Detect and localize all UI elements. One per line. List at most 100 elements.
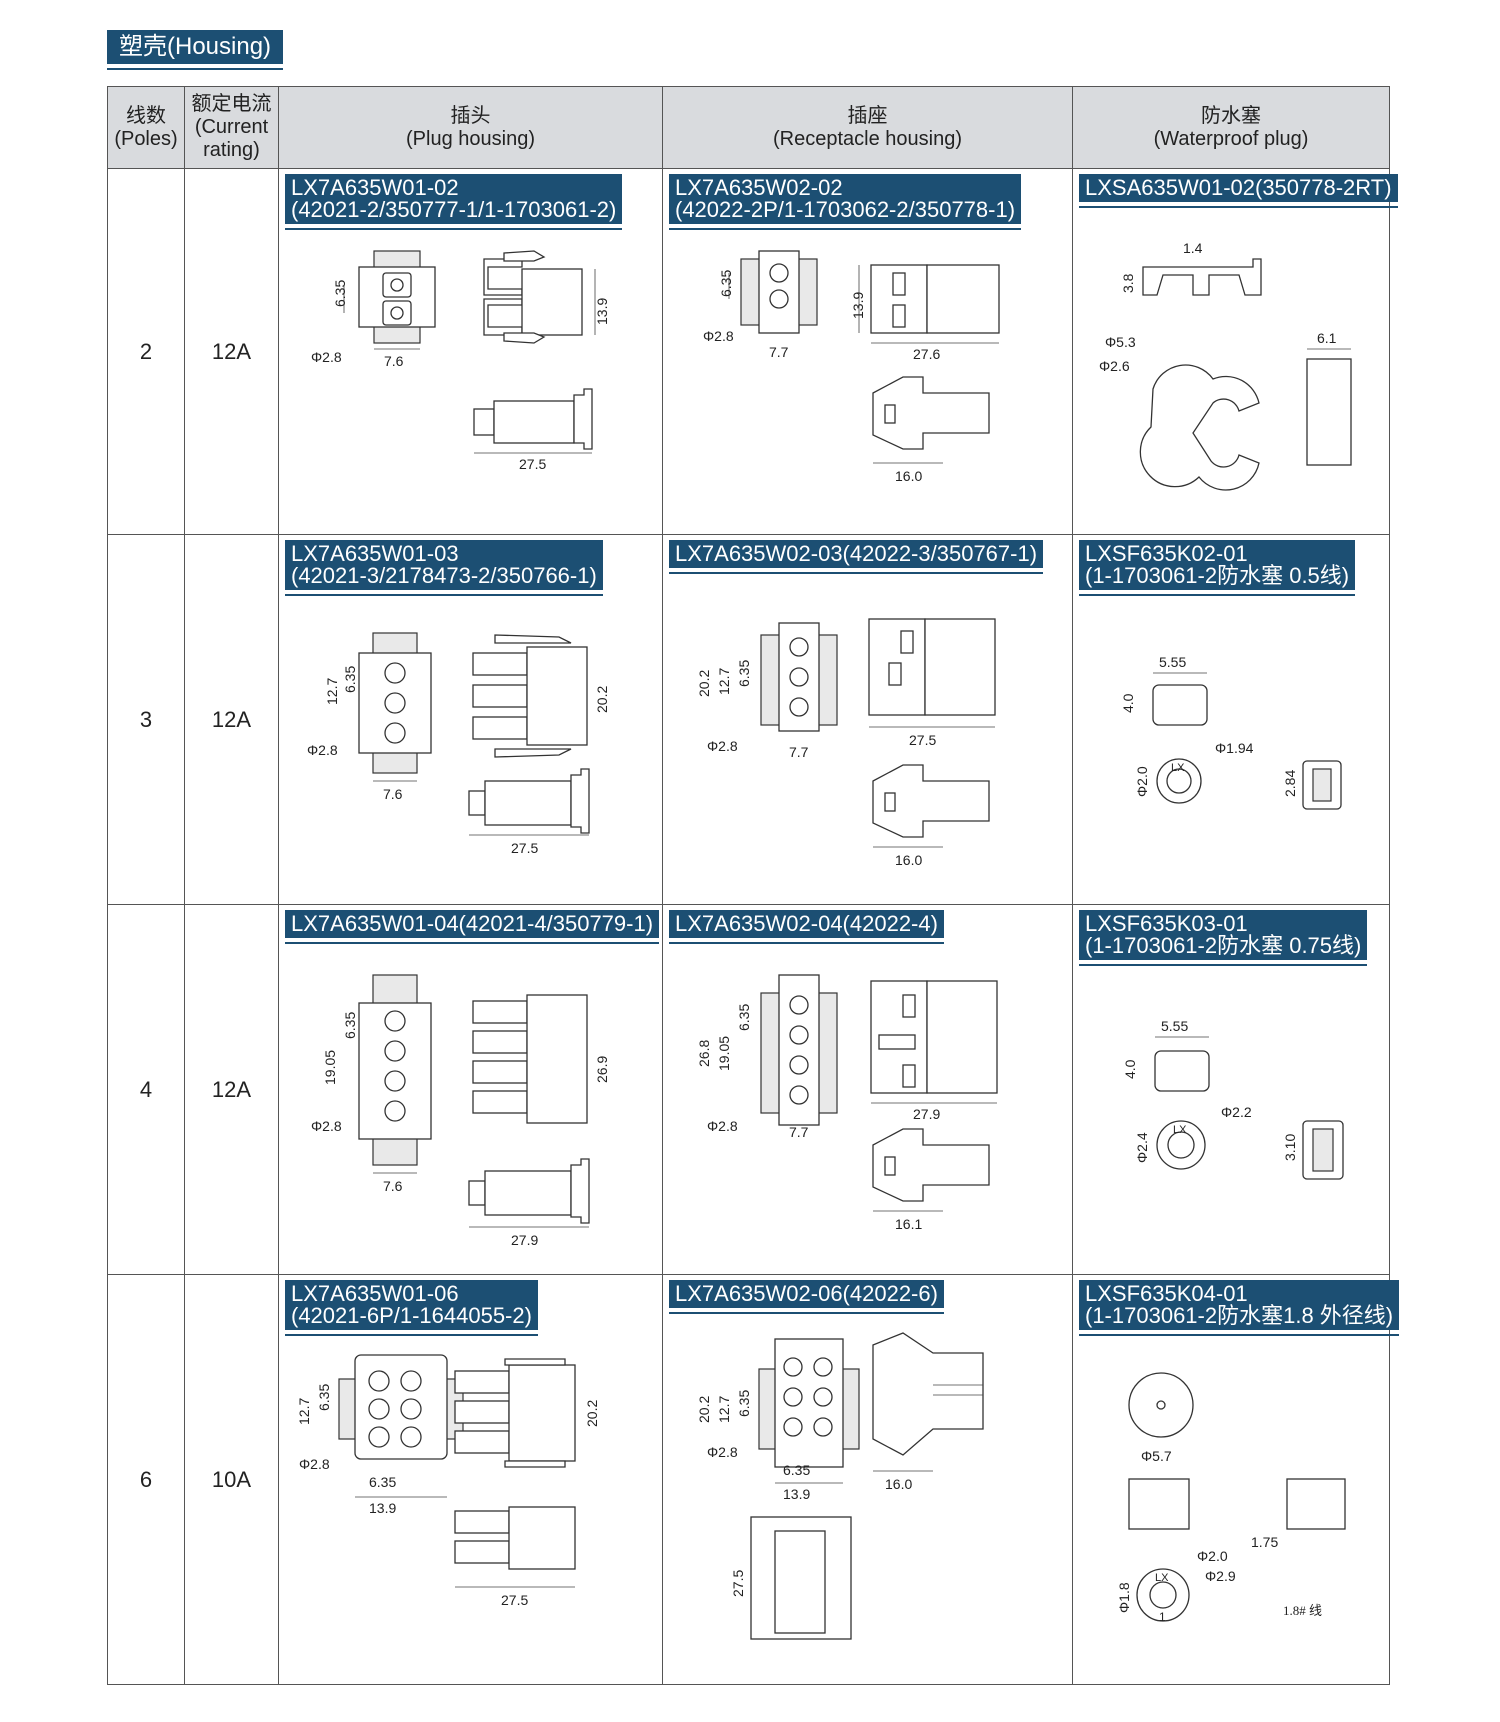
svg-text:Φ2.8: Φ2.8 [703,328,734,344]
svg-text:6.35: 6.35 [369,1474,396,1490]
svg-text:27.6: 27.6 [913,346,940,362]
svg-text:16.0: 16.0 [885,1476,912,1492]
svg-text:26.8: 26.8 [696,1040,712,1067]
header-receptacle: 插座(Receptacle housing) [662,86,1073,169]
part-number-label: LXSF635K04-01(1-1703061-2防水塞1.8 外径线) [1079,1280,1400,1336]
receptacle-drawing: 20.2 12.7 6.35 Φ2.8 6.35 13.9 16.0 27.5 [663,1275,1073,1685]
svg-text:16.0: 16.0 [895,468,922,484]
table-row: 4 12A LX7A635W01-04(42021-4/350779-1) 19… [107,904,1390,1275]
svg-text:Φ2.0: Φ2.0 [1197,1548,1228,1564]
svg-text:7.7: 7.7 [769,344,789,360]
svg-text:6.35: 6.35 [736,660,752,687]
svg-text:20.2: 20.2 [594,686,610,713]
plug-cell: LX7A635W01-03(42021-3/2178473-2/350766-1… [278,534,663,905]
svg-text:1.75: 1.75 [1251,1534,1278,1550]
receptacle-cell: LX7A635W02-02(42022-2P/1-1703062-2/35077… [662,168,1073,535]
svg-text:LX: LX [1155,1572,1169,1584]
plug-drawing: 19.05 6.35 Φ2.8 7.6 26.9 27.9 [279,905,663,1275]
svg-text:Φ2.8: Φ2.8 [707,1118,738,1134]
svg-text:Φ5.7: Φ5.7 [1141,1448,1172,1464]
receptacle-drawing: 20.2 12.7 6.35 Φ2.8 7.7 27.5 16.0 [663,535,1073,905]
part-number-label: LXSF635K03-01(1-1703061-2防水塞 0.75线) [1079,910,1368,966]
svg-text:27.9: 27.9 [913,1106,940,1122]
poles-cell: 3 [107,534,185,905]
svg-text:5.55: 5.55 [1159,654,1186,670]
svg-text:12.7: 12.7 [716,668,732,695]
svg-text:5.55: 5.55 [1161,1018,1188,1034]
svg-text:7.6: 7.6 [383,1178,403,1194]
svg-text:Φ2.8: Φ2.8 [707,1444,738,1460]
svg-text:6.35: 6.35 [736,1004,752,1031]
svg-text:6.35: 6.35 [342,1012,358,1039]
svg-text:Φ2.9: Φ2.9 [1205,1568,1236,1584]
svg-text:20.2: 20.2 [584,1400,600,1427]
part-number-label: LXSA635W01-02(350778-2RT) [1079,174,1398,208]
current-cell: 10A [184,1274,279,1685]
svg-text:6.35: 6.35 [736,1390,752,1417]
receptacle-cell: LX7A635W02-03(42022-3/350767-1) 20.2 12.… [662,534,1073,905]
svg-text:27.9: 27.9 [511,1232,538,1248]
plug-drawing: 12.7 6.35 Φ2.8 7.6 20.2 27.5 [279,535,663,905]
svg-text:Φ2.6: Φ2.6 [1099,358,1130,374]
svg-text:4.0: 4.0 [1120,693,1136,713]
svg-text:4.0: 4.0 [1122,1059,1138,1079]
svg-text:Φ2.0: Φ2.0 [1134,766,1150,797]
plug-drawing: 12.7 6.35 Φ2.8 6.35 13.9 20.2 [279,1275,663,1685]
svg-text:27.5: 27.5 [501,1592,528,1608]
svg-text:2.84: 2.84 [1282,770,1298,797]
part-number-label: LX7A635W02-04(42022-4) [669,910,944,944]
svg-text:20.2: 20.2 [696,670,712,697]
svg-text:Φ2.4: Φ2.4 [1134,1132,1150,1163]
svg-text:6.35: 6.35 [342,666,358,693]
current-cell: 12A [184,168,279,535]
header-poles: 线数(Poles) [107,86,185,169]
plug-cell: LX7A635W01-02(42021-2/350777-1/1-1703061… [278,168,663,535]
waterproof-cell: LXSF635K03-01(1-1703061-2防水塞 0.75线) 5.55… [1072,904,1390,1275]
part-number-label: LX7A635W01-04(42021-4/350779-1) [285,910,660,944]
part-number-label: LX7A635W01-03(42021-3/2178473-2/350766-1… [285,540,603,596]
svg-text:6.35: 6.35 [783,1462,810,1478]
table-row: 3 12A LX7A635W01-03(42021-3/2178473-2/35… [107,534,1390,905]
waterproof-drawing: Φ5.7 1.75 Φ2.0 Φ2.9 LX 1 Φ1.8 1.8# 线 [1073,1275,1390,1685]
svg-text:LX: LX [1173,1124,1187,1136]
receptacle-drawing: 6.35 Φ2.8 7.7 13.9 27.6 16.0 [663,169,1073,535]
current-cell: 12A [184,904,279,1275]
svg-text:7.7: 7.7 [789,1124,809,1140]
plug-cell: LX7A635W01-06(42021-6P/1-1644055-2) 12.7… [278,1274,663,1685]
svg-text:1.8# 线: 1.8# 线 [1283,1603,1322,1618]
svg-text:7.7: 7.7 [789,744,809,760]
svg-text:1: 1 [1159,1610,1166,1624]
svg-text:Φ2.2: Φ2.2 [1221,1104,1252,1120]
waterproof-drawing: 5.55 4.0 LX Φ1.94 Φ2.0 2.84 [1073,535,1390,905]
waterproof-cell: LXSA635W01-02(350778-2RT) 1.4 3.8 Φ5.3 Φ… [1072,168,1398,535]
svg-text:3.10: 3.10 [1282,1134,1298,1161]
svg-text:13.9: 13.9 [594,298,610,325]
current-cell: 12A [184,534,279,905]
poles-cell: 4 [107,904,185,1275]
waterproof-drawing: 5.55 4.0 LX Φ2.2 Φ2.4 3.10 [1073,905,1390,1275]
svg-text:27.5: 27.5 [909,732,936,748]
part-number-label: LX7A635W02-06(42022-6) [669,1280,944,1314]
svg-text:16.0: 16.0 [895,852,922,868]
poles-cell: 2 [107,168,185,535]
svg-text:12.7: 12.7 [324,678,340,705]
svg-text:6.1: 6.1 [1317,330,1337,346]
svg-text:19.05: 19.05 [322,1050,338,1085]
svg-text:LX: LX [1171,762,1185,774]
svg-text:Φ2.8: Φ2.8 [299,1456,330,1472]
plug-cell: LX7A635W01-04(42021-4/350779-1) 19.05 6.… [278,904,663,1275]
svg-text:27.5: 27.5 [519,456,546,472]
waterproof-cell: LXSF635K04-01(1-1703061-2防水塞1.8 外径线) Φ5.… [1072,1274,1400,1685]
part-number-label: LXSF635K02-01(1-1703061-2防水塞 0.5线) [1079,540,1356,596]
part-number-label: LX7A635W02-02(42022-2P/1-1703062-2/35077… [669,174,1022,230]
table-row: 2 12A LX7A635W01-02(42021-2/350777-1/1-1… [107,168,1398,535]
part-number-label: LX7A635W02-03(42022-3/350767-1) [669,540,1044,574]
svg-text:6.35: 6.35 [316,1384,332,1411]
part-number-label: LX7A635W01-02(42021-2/350777-1/1-1703061… [285,174,623,230]
svg-text:13.9: 13.9 [783,1486,810,1502]
waterproof-cell: LXSF635K02-01(1-1703061-2防水塞 0.5线) 5.55 … [1072,534,1390,905]
svg-text:Φ2.8: Φ2.8 [307,742,338,758]
svg-text:12.7: 12.7 [716,1396,732,1423]
